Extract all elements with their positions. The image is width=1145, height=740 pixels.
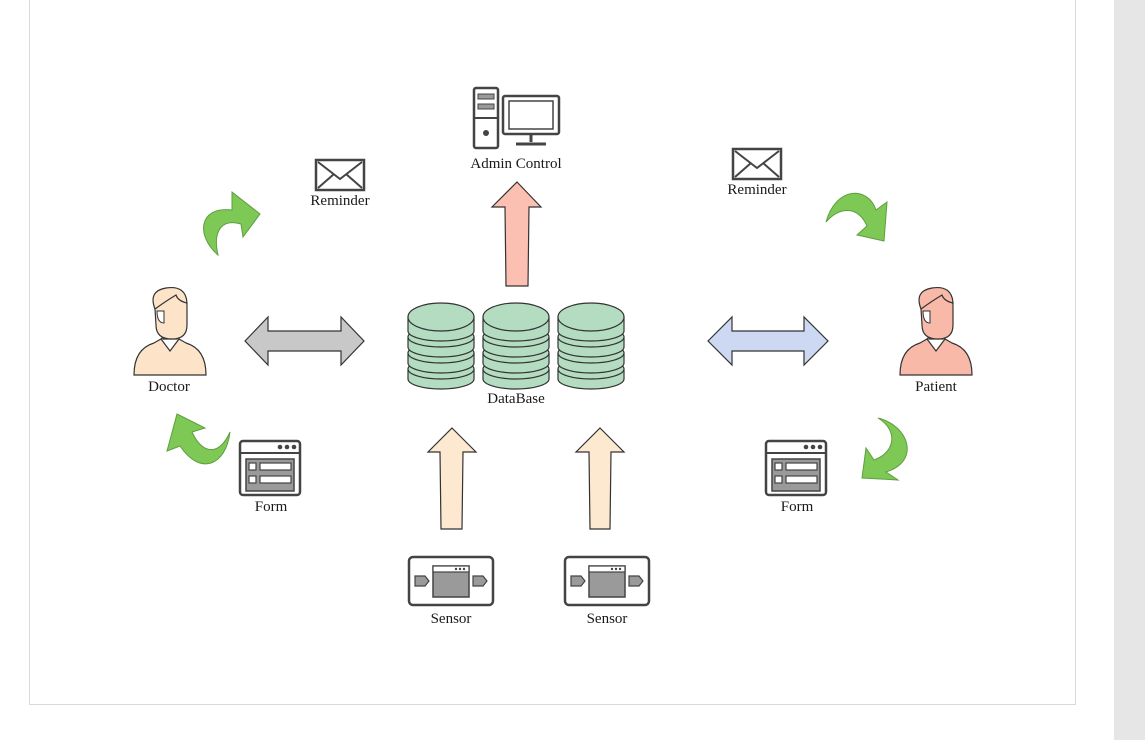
person-icon-doctor — [133, 286, 207, 376]
vertical-scrollbar[interactable] — [1114, 0, 1145, 740]
doctor-label: Doctor — [148, 379, 190, 395]
form-left-label: Form — [254, 499, 288, 515]
curved-arrow-from-form-left — [166, 413, 231, 465]
form-right-label: Form — [780, 499, 814, 515]
computer-icon — [472, 86, 561, 150]
reminder-right-label: Reminder — [727, 182, 787, 198]
arrow-patient-database — [707, 315, 829, 367]
curved-arrow-to-reminder-left — [203, 190, 261, 257]
form-icon — [238, 439, 302, 497]
admin-control-label: Admin Control — [470, 156, 562, 172]
envelope-icon — [731, 147, 783, 181]
sensor-left-label: Sensor — [430, 611, 472, 627]
form-icon — [764, 439, 828, 497]
arrow-database-to-admin — [490, 181, 543, 287]
arrow-sensor-right-to-database — [574, 427, 626, 530]
envelope-icon — [314, 158, 366, 192]
sensor-icon — [407, 555, 495, 607]
person-icon-patient — [899, 286, 973, 376]
curved-arrow-to-form-right — [861, 417, 908, 481]
curved-arrow-reminder-right — [825, 192, 888, 242]
database-label: DataBase — [487, 391, 545, 407]
sensor-icon — [563, 555, 651, 607]
patient-label: Patient — [915, 379, 957, 395]
arrow-sensor-left-to-database — [426, 427, 478, 530]
database-icon — [407, 302, 625, 390]
reminder-left-label: Reminder — [310, 193, 370, 209]
arrow-doctor-database — [244, 315, 365, 367]
sensor-right-label: Sensor — [586, 611, 628, 627]
